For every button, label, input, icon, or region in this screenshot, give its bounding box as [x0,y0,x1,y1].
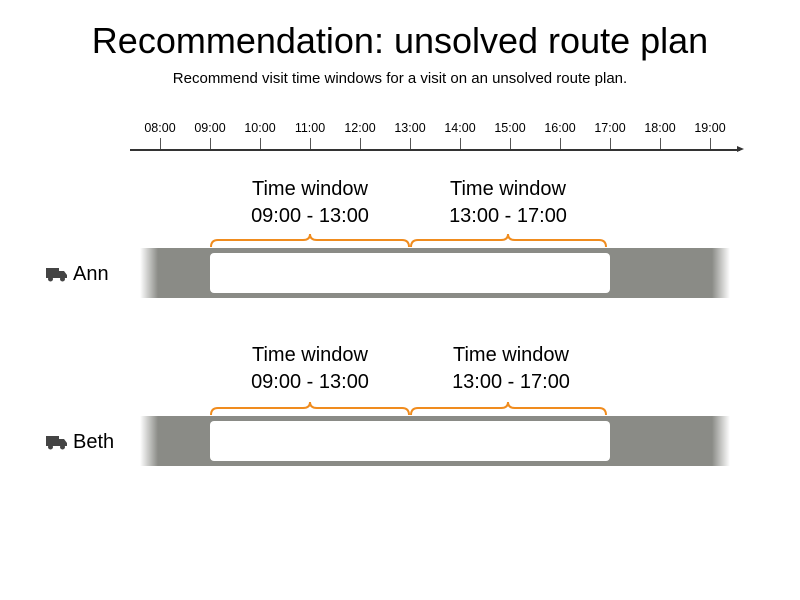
time-window-range: 09:00 - 13:00 [251,371,369,393]
tick-label-0800: 08:00 [144,121,176,135]
timeline-axis-line [130,149,740,151]
tick-mark [559,138,561,150]
tick-label-1600: 16:00 [544,121,576,135]
vehicle-lane-beth: Time window 09:00 - 13:00 Time window 13… [0,338,800,578]
tick-mark [609,138,611,150]
tick-mark [409,138,411,150]
time-window-title: Time window [450,178,566,200]
time-window-brace [210,401,410,416]
tick-mark [509,138,511,150]
tick-mark [259,138,261,150]
vehicle-name: Beth [73,431,115,453]
time-window-title: Time window [453,344,569,366]
time-window-title: Time window [252,344,368,366]
shift-slot[interactable] [210,421,610,461]
tick-mark [159,138,161,150]
tick-mark [659,138,661,150]
shift-slot[interactable] [210,253,610,293]
time-window-range: 13:00 - 17:00 [449,205,567,227]
tick-mark [459,138,461,150]
time-window-brace [210,233,410,248]
tick-label-1800: 18:00 [644,121,676,135]
timeline-arrow-icon [737,146,744,152]
tick-mark [709,138,711,150]
truck-icon [46,436,67,450]
page-subtitle: Recommend visit time windows for a visit… [172,70,628,87]
time-window-title: Time window [252,178,368,200]
time-window-braces [210,233,607,248]
tick-label-1200: 12:00 [344,121,376,135]
time-window-brace [410,233,607,248]
tick-mark [359,138,361,150]
time-window-brace [410,401,607,416]
tick-mark [209,138,211,150]
time-window-range: 13:00 - 17:00 [452,371,570,393]
truck-icon [46,268,67,282]
vehicle-name: Ann [73,263,109,285]
tick-label-1700: 17:00 [594,121,626,135]
tick-label-1100: 11:00 [294,121,326,135]
tick-label-1000: 10:00 [244,121,276,135]
tick-mark [309,138,311,150]
time-window-braces [210,401,607,416]
tick-label-1900: 19:00 [694,121,726,135]
tick-label-1300: 13:00 [394,121,426,135]
vehicle-lane-ann: Time window 09:00 - 13:00 Time window 13… [0,170,800,410]
time-window-range: 09:00 - 13:00 [251,205,369,227]
tick-label-1500: 15:00 [494,121,526,135]
tick-label-0900: 09:00 [194,121,226,135]
page-title: Recommendation: unsolved route plan [91,20,709,61]
tick-label-1400: 14:00 [444,121,476,135]
